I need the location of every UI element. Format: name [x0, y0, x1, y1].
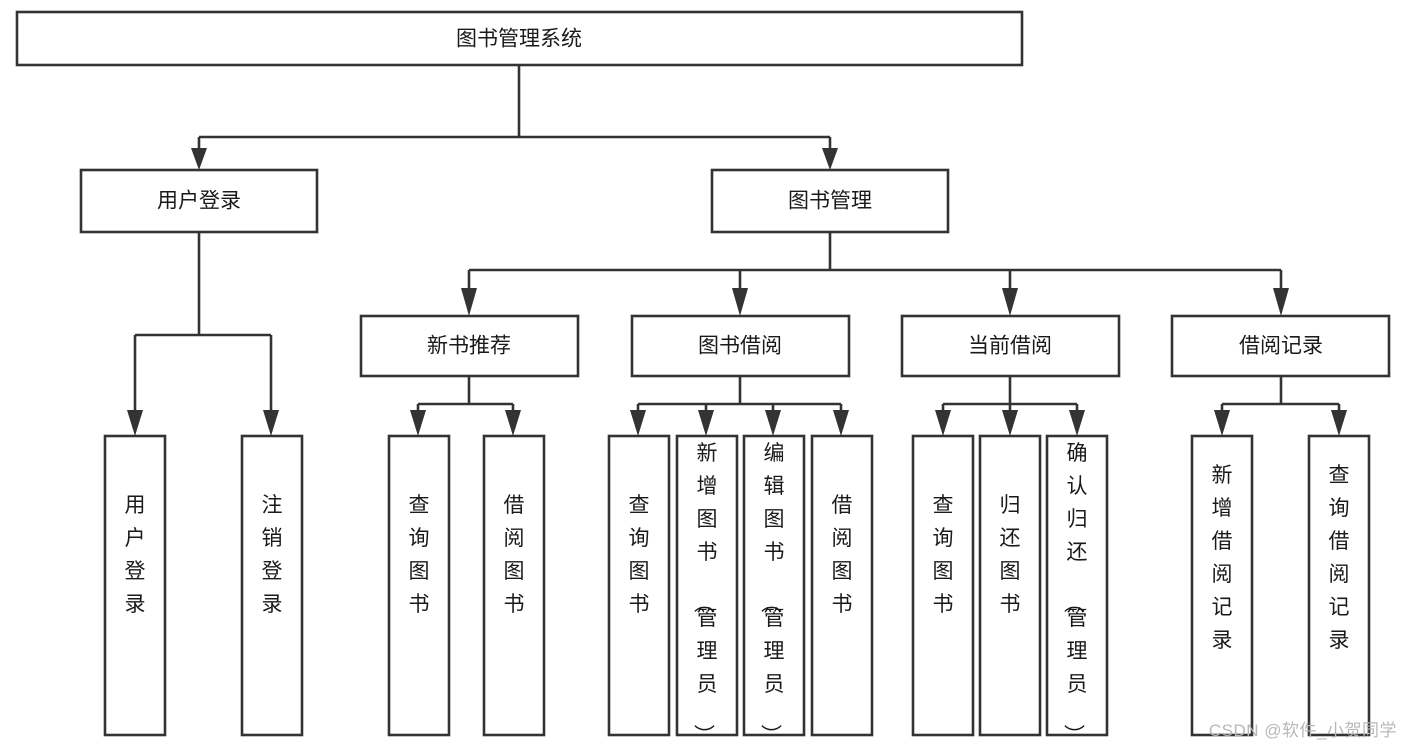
node-leaf-query-book-3-label: 查询图书: [933, 494, 954, 616]
node-leaf-logout-login-label: 注销登录: [262, 494, 283, 616]
node-current-borrow-box[interactable]: [900, 314, 1121, 378]
node-leaf-add-record-box[interactable]: [1190, 434, 1254, 737]
node-book-borrow-label: 图书借阅: [698, 335, 782, 358]
arrowhead-leaf-borrow-book-1: [505, 410, 521, 436]
arrowhead-book-borrow: [732, 288, 748, 316]
node-leaf-return-book-label: 归还图书: [1000, 494, 1021, 616]
node-book-management-label: 图书管理: [788, 190, 872, 213]
node-user-login-label: 用户登录: [157, 190, 241, 213]
node-leaf-query-record[interactable]: 查询借阅记录: [1307, 434, 1371, 737]
node-leaf-confirm-return-label: 确认归还（管理员）: [1062, 442, 1088, 745]
arrowhead-leaf-edit-book: [765, 410, 781, 436]
node-leaf-logout-login[interactable]: 注销登录: [240, 434, 304, 737]
node-leaf-return-book[interactable]: 归还图书: [978, 434, 1042, 737]
node-leaf-query-book-2-label: 查询图书: [629, 494, 650, 616]
node-leaf-edit-book-box[interactable]: [742, 434, 806, 737]
node-leaf-borrow-book-2-box[interactable]: [810, 434, 874, 737]
node-leaf-borrow-book-1-box[interactable]: [482, 434, 546, 737]
arrowhead-borrow-record: [1273, 288, 1289, 316]
node-leaf-add-book-box[interactable]: [675, 434, 739, 737]
arrowhead-book-management: [822, 148, 838, 170]
node-borrow-record-box[interactable]: [1170, 314, 1391, 378]
node-root-label: 图书管理系统: [456, 28, 582, 51]
arrowhead-leaf-return-book: [1002, 410, 1018, 436]
node-leaf-query-book-2-box[interactable]: [607, 434, 671, 737]
node-leaf-query-book-2[interactable]: 查询图书: [607, 434, 671, 737]
node-book-borrow[interactable]: 图书借阅: [630, 314, 851, 378]
node-root-box[interactable]: [15, 10, 1024, 67]
node-leaf-query-record-box[interactable]: [1307, 434, 1371, 737]
node-book-management[interactable]: 图书管理: [710, 168, 950, 234]
node-leaf-logout-login-box[interactable]: [240, 434, 304, 737]
arrowhead-leaf-logout-login: [263, 410, 279, 436]
arrowhead-leaf-add-record: [1214, 410, 1230, 436]
node-leaf-user-login-box[interactable]: [103, 434, 167, 737]
arrowhead-current-borrow: [1002, 288, 1018, 316]
node-leaf-confirm-return-box[interactable]: [1045, 434, 1109, 737]
arrowhead-leaf-query-record: [1331, 410, 1347, 436]
node-leaf-edit-book-label: 编辑图书（管理员）: [759, 442, 785, 745]
node-user-login-box[interactable]: [79, 168, 319, 234]
arrowhead-leaf-query-book-3: [935, 410, 951, 436]
node-leaf-user-login[interactable]: 用户登录: [103, 434, 167, 737]
node-book-borrow-box[interactable]: [630, 314, 851, 378]
node-leaf-confirm-return[interactable]: 确认归还（管理员）: [1045, 434, 1109, 745]
arrowhead-leaf-query-book-1: [410, 410, 426, 436]
arrowhead-user-login: [191, 148, 207, 170]
node-root[interactable]: 图书管理系统: [15, 10, 1024, 67]
arrowhead-leaf-user-login: [127, 410, 143, 436]
node-leaf-return-book-box[interactable]: [978, 434, 1042, 737]
arrowhead-leaf-confirm-return: [1069, 410, 1085, 436]
node-leaf-add-record-label: 新增借阅记录: [1212, 464, 1233, 652]
node-leaf-query-record-label: 查询借阅记录: [1329, 464, 1350, 652]
node-book-management-box[interactable]: [710, 168, 950, 234]
node-leaf-user-login-label: 用户登录: [125, 494, 146, 616]
node-leaf-borrow-book-1-label: 借阅图书: [504, 494, 525, 616]
node-leaf-borrow-book-1[interactable]: 借阅图书: [482, 434, 546, 737]
node-leaf-add-book-label: 新增图书（管理员）: [692, 442, 718, 745]
node-leaf-edit-book[interactable]: 编辑图书（管理员）: [742, 434, 806, 745]
arrowhead-leaf-add-book: [698, 410, 714, 436]
node-current-borrow-label: 当前借阅: [968, 335, 1052, 358]
node-leaf-add-record[interactable]: 新增借阅记录: [1190, 434, 1254, 737]
node-leaf-borrow-book-2-label: 借阅图书: [832, 494, 853, 616]
node-borrow-record-label: 借阅记录: [1239, 335, 1323, 358]
node-new-book-recommend[interactable]: 新书推荐: [359, 314, 580, 378]
node-leaf-add-book[interactable]: 新增图书（管理员）: [675, 434, 739, 745]
node-leaf-query-book-1-box[interactable]: [387, 434, 451, 737]
node-user-login[interactable]: 用户登录: [79, 168, 319, 234]
node-leaf-query-book-3-box[interactable]: [911, 434, 975, 737]
arrowhead-leaf-query-book-2: [630, 410, 646, 436]
node-leaf-borrow-book-2[interactable]: 借阅图书: [810, 434, 874, 737]
connector-layer: [127, 65, 1347, 436]
node-new-book-recommend-label: 新书推荐: [427, 335, 511, 358]
node-leaf-query-book-3[interactable]: 查询图书: [911, 434, 975, 737]
arrowhead-leaf-borrow-book-2: [833, 410, 849, 436]
node-leaf-query-book-1-label: 查询图书: [409, 494, 430, 616]
node-new-book-recommend-box[interactable]: [359, 314, 580, 378]
node-current-borrow[interactable]: 当前借阅: [900, 314, 1121, 378]
arrowhead-new-book-recommend: [461, 288, 477, 316]
node-borrow-record[interactable]: 借阅记录: [1170, 314, 1391, 378]
node-leaf-query-book-1[interactable]: 查询图书: [387, 434, 451, 737]
